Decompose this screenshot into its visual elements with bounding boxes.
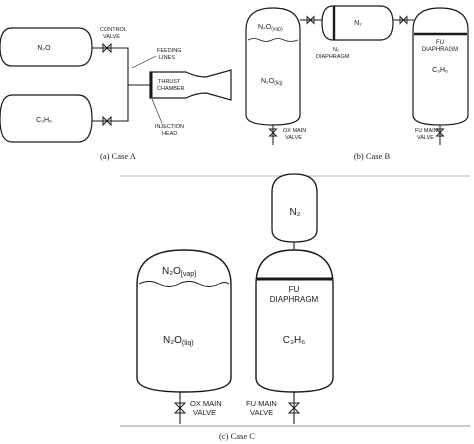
case-a-injection-head-label-2: HEAD <box>162 131 177 137</box>
case-a-control-valve-label-2: VALVE <box>103 34 120 40</box>
case-b-ox-main-valve <box>268 128 278 137</box>
case-a-injection-head-leader <box>151 98 163 124</box>
case-a-control-valve-top <box>102 42 112 54</box>
case-a-control-valve-bottom <box>102 115 112 127</box>
case-a-panel: N₂O C₃H₆ CONTROL VALVE FEEDING LINES THR… <box>0 27 232 161</box>
case-a-c3h6-tank <box>0 94 93 143</box>
case-a-n2o-label: N₂O <box>37 45 51 52</box>
case-c-n2-tank <box>271 173 318 243</box>
case-c-ox-main-valve-label-2: VALVE <box>193 408 216 417</box>
case-a-n2o-tank <box>0 27 93 67</box>
case-c-n2o-tank <box>136 249 232 393</box>
case-c-panel: N₂ N₂O[vap] N₂O(liq) FU DIAPHRAGM C₃H₆ O… <box>120 173 470 441</box>
case-b-c3h6-label: C₃H₆ <box>432 67 448 74</box>
case-c-fu-diaphragm-label-1: FU <box>289 285 300 294</box>
case-c-fu-tank <box>255 249 334 393</box>
case-b-n2o-vap-main: N₂O <box>258 24 272 31</box>
case-c-n2o-vap-sub: [vap] <box>181 271 196 278</box>
case-c-n2o-liq-label: N₂O(liq) <box>163 335 194 347</box>
case-c-ox-main-valve-label-1: OX MAIN <box>190 399 222 408</box>
case-b-fu-main-valve-label-1: FU MAIN <box>415 128 438 134</box>
case-a-feeding-lines-label-1: FEEDING <box>157 48 181 54</box>
case-b-panel: N₂O(vap) N₂O(liq) N₂ N₂ DIAPHRAGM FU DIA… <box>245 5 469 161</box>
case-c-n2o-liq-main: N₂O <box>163 335 182 346</box>
case-c-fu-diaphragm-label-2: DIAPHRAGM <box>270 295 319 304</box>
case-a-feeding-lines <box>92 47 150 122</box>
case-a-thrust-chamber-label-1: THRUST <box>158 79 181 85</box>
case-b-fu-main-valve <box>435 128 445 137</box>
case-b-fu-tank <box>412 7 469 126</box>
case-a-c3h6-label: C₃H₆ <box>36 117 52 124</box>
case-c-n2-label: N₂ <box>289 207 300 218</box>
case-c-n2o-vap-label: N₂O[vap] <box>162 266 196 278</box>
case-a-feeding-lines-leader <box>131 55 157 69</box>
case-b-n2o-liq-label: N₂O(liq) <box>261 78 283 87</box>
case-a-control-valve-label-1: CONTROL <box>100 27 127 33</box>
case-a-caption: (a) Case A <box>100 151 137 161</box>
case-b-n2-diaphragm-label-2: DIAPHRAGM <box>316 54 350 60</box>
case-b-n2o-vap-label: N₂O(vap) <box>258 24 283 33</box>
case-b-n2-diaphragm-label-1: N₂ <box>333 47 339 53</box>
case-b-fu-diaphragm-label-1: FU <box>436 40 444 46</box>
case-b-fu-diaphragm-label-2: DIAPHRAGM <box>422 47 458 53</box>
case-a-feeding-lines-label-2: LINES <box>159 55 175 61</box>
case-b-caption: (b) Case B <box>354 151 391 161</box>
case-c-fu-main-valve <box>287 402 301 414</box>
case-c-n2o-vap-main: N₂O <box>162 266 181 277</box>
case-c-caption: (c) Case C <box>219 431 255 441</box>
case-a-injection-head-label-1: INJECTION <box>155 124 184 130</box>
case-c-fu-main-valve-label-2: VALVE <box>250 408 273 417</box>
case-b-pressurant-valve-fu <box>399 15 408 25</box>
case-c-n2o-liq-sub: (liq) <box>182 340 194 347</box>
case-b-n2o-tank <box>245 7 301 126</box>
case-b-n2o-liq-main: N₂O <box>261 78 275 85</box>
case-a-thrust-chamber-label-2: CHAMBER <box>157 86 185 92</box>
case-c-fu-main-valve-label-1: FU MAIN <box>246 399 277 408</box>
case-c-c3h6-label: C₃H₆ <box>283 335 306 346</box>
case-b-n2o-liq-sub: (liq) <box>274 81 283 87</box>
case-b-n2-tank <box>321 5 394 41</box>
case-b-pressurant-valve-ox <box>306 15 315 25</box>
case-b-n2-label: N₂ <box>354 20 362 27</box>
case-c-ox-main-valve <box>173 402 187 414</box>
case-b-ox-main-valve-label-1: OX MAIN <box>283 128 306 134</box>
case-b-fu-main-valve-label-2: VALVE <box>417 135 434 141</box>
case-c-liquid-surface <box>138 281 230 287</box>
case-b-ox-main-valve-label-2: VALVE <box>285 135 302 141</box>
case-a-thrust-chamber <box>149 69 232 101</box>
case-b-n2o-vap-sub: (vap) <box>271 27 283 33</box>
case-b-liquid-surface <box>247 38 299 42</box>
